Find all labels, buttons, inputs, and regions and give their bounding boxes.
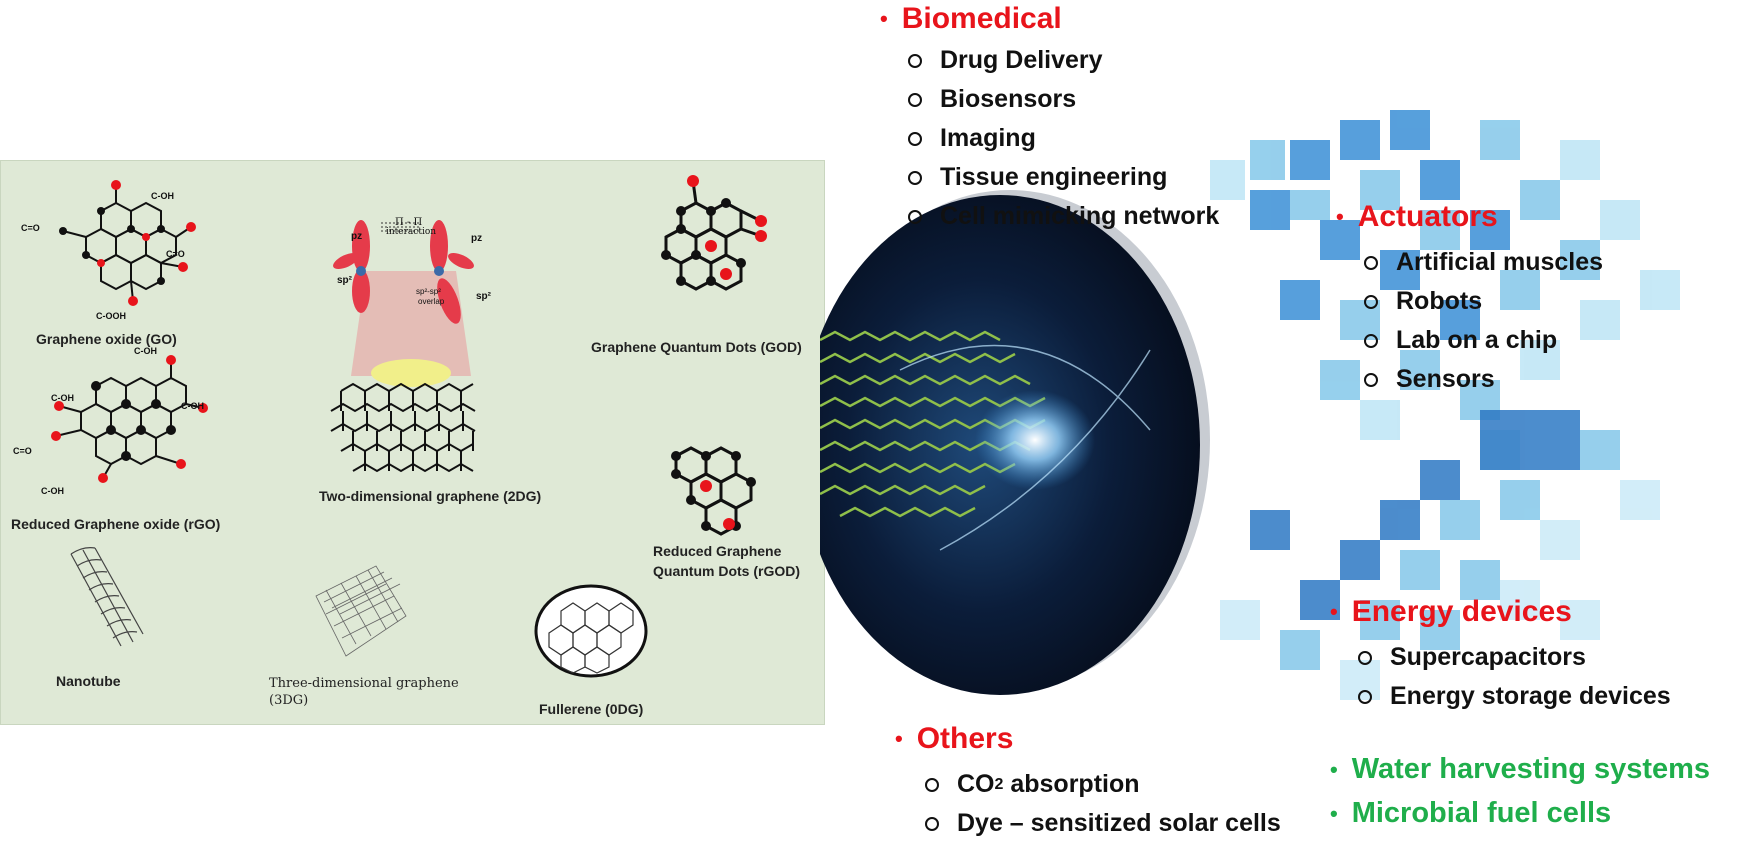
item-label: Cell mimicking network	[940, 202, 1220, 230]
circle-bullet-icon	[908, 92, 922, 107]
list-item: Supercapacitors	[1358, 643, 1586, 672]
category-title: Water harvesting systems	[1351, 753, 1711, 785]
circle-bullet-icon	[908, 131, 922, 146]
circle-bullet-icon	[925, 816, 939, 831]
group-label-coh: C-OH	[134, 346, 157, 356]
label-two-dimensional-graphene: Two-dimensional graphene (2DG)	[319, 488, 542, 504]
pi-pi-label: Π - Π	[395, 217, 423, 228]
label-fullerene: Fullerene (0DG)	[539, 701, 644, 717]
reduced-graphene-quantum-dots-structure	[671, 446, 756, 536]
item-label: Sensors	[1396, 365, 1495, 393]
bullet-icon: •	[1330, 756, 1338, 782]
circle-bullet-icon	[908, 170, 922, 185]
sp2-label-left: sp²	[337, 275, 352, 286]
category-title: Others	[916, 722, 1014, 755]
co2-subscript: 2	[994, 775, 1004, 793]
nanotube-structure	[70, 547, 144, 647]
bullet-icon: •	[895, 726, 903, 751]
sp2-label-right: sp²	[476, 291, 491, 302]
pz-label-right: pz	[471, 233, 483, 244]
item-label: Drug Delivery	[940, 46, 1103, 74]
graphene-quantum-dots-structure	[661, 175, 767, 291]
circle-bullet-icon	[925, 777, 939, 792]
bullet-icon: •	[1336, 204, 1344, 229]
bullet-icon: •	[1330, 800, 1338, 826]
group-label-coh: C-OH	[151, 191, 174, 201]
graphene-applications-graphic	[820, 110, 1680, 700]
category-energy-devices: • Energy devices	[1330, 595, 1572, 629]
list-item: Artificial muscles	[1364, 248, 1603, 277]
item-label: Tissue engineering	[940, 163, 1168, 191]
category-actuators: • Actuators	[1336, 200, 1498, 234]
graphene-family-panel: C-OH C=O C=O C-OOH Graphene oxide (GO)	[0, 160, 825, 725]
category-microbial-fuel-cells: • Microbial fuel cells	[1330, 797, 1611, 830]
circle-bullet-icon	[1358, 650, 1372, 665]
label-rgod: Quantum Dots (rGOD)	[653, 563, 800, 579]
label-3dg: (3DG)	[269, 693, 309, 708]
bullet-icon: •	[1330, 599, 1338, 624]
bullet-icon: •	[880, 6, 888, 31]
item-label: Supercapacitors	[1390, 643, 1586, 671]
item-label: Energy storage devices	[1390, 682, 1671, 710]
label-graphene-quantum-dots: Graphene Quantum Dots (GOD)	[591, 339, 802, 355]
reduced-graphene-oxide-molecule	[51, 355, 208, 483]
circle-bullet-icon	[1364, 333, 1378, 348]
list-item: Lab on a chip	[1364, 326, 1557, 355]
item-label: Robots	[1396, 287, 1483, 315]
category-title: Energy devices	[1351, 595, 1572, 628]
group-label-co: C=O	[13, 446, 32, 456]
category-water-harvesting: • Water harvesting systems	[1330, 753, 1710, 786]
list-item: Energy storage devices	[1358, 682, 1671, 711]
circle-bullet-icon	[908, 209, 922, 224]
circle-bullet-icon	[1364, 294, 1378, 309]
overlap-label: overlap	[418, 297, 445, 306]
group-label-cooh: C-OOH	[96, 311, 126, 321]
circle-bullet-icon	[908, 53, 922, 68]
item-label: Artificial muscles	[1396, 248, 1604, 276]
list-item: Biosensors	[908, 85, 1076, 114]
list-item: Drug Delivery	[908, 46, 1103, 75]
fullerene-structure	[534, 584, 648, 678]
item-label: Imaging	[940, 124, 1036, 152]
pz-label-left: pz	[351, 231, 363, 242]
label-reduced-graphene-oxide: Reduced Graphene oxide (rGO)	[11, 516, 221, 532]
list-item: Dye – sensitized solar cells	[925, 809, 1281, 838]
co2-suffix: absorption	[1003, 770, 1140, 798]
label-reduced-graphene-qd: Reduced Graphene	[653, 543, 782, 559]
list-item: Imaging	[908, 124, 1036, 153]
label-three-dimensional-graphene: Three-dimensional graphene	[269, 676, 459, 691]
circle-bullet-icon	[1364, 255, 1378, 270]
category-title: Microbial fuel cells	[1351, 797, 1612, 829]
list-item: Tissue engineering	[908, 163, 1167, 192]
item-label: Dye – sensitized solar cells	[957, 809, 1281, 837]
group-label-coh: C-OH	[181, 401, 204, 411]
three-dimensional-graphene-structure	[315, 565, 407, 657]
item-label: Lab on a chip	[1396, 326, 1558, 354]
list-item: Robots	[1364, 287, 1482, 316]
circle-bullet-icon	[1364, 372, 1378, 387]
overlap-label: sp²-sp²	[416, 287, 441, 296]
category-title: Biomedical	[901, 2, 1062, 35]
list-item: Sensors	[1364, 365, 1495, 394]
label-nanotube: Nanotube	[56, 673, 121, 689]
circle-bullet-icon	[1358, 689, 1372, 704]
two-dimensional-graphene-structure	[330, 220, 476, 473]
category-others: • Others	[895, 722, 1013, 756]
group-label-coh: C-OH	[51, 393, 74, 403]
co2-prefix: CO	[957, 770, 995, 798]
label-graphene-oxide: Graphene oxide (GO)	[36, 331, 177, 347]
category-title: Actuators	[1357, 200, 1498, 233]
interaction-label: interaction	[386, 227, 437, 237]
glow-burst	[975, 390, 1095, 490]
graphene-oxide-molecule	[59, 180, 196, 306]
item-label: Biosensors	[940, 85, 1077, 113]
group-label-co: C=O	[166, 249, 185, 259]
group-label-coh: C-OH	[41, 486, 64, 496]
list-item: Cell mimicking network	[908, 202, 1219, 231]
category-biomedical: • Biomedical	[880, 2, 1062, 36]
mosaic-tiles	[1210, 110, 1680, 700]
group-label-co: C=O	[21, 223, 40, 233]
